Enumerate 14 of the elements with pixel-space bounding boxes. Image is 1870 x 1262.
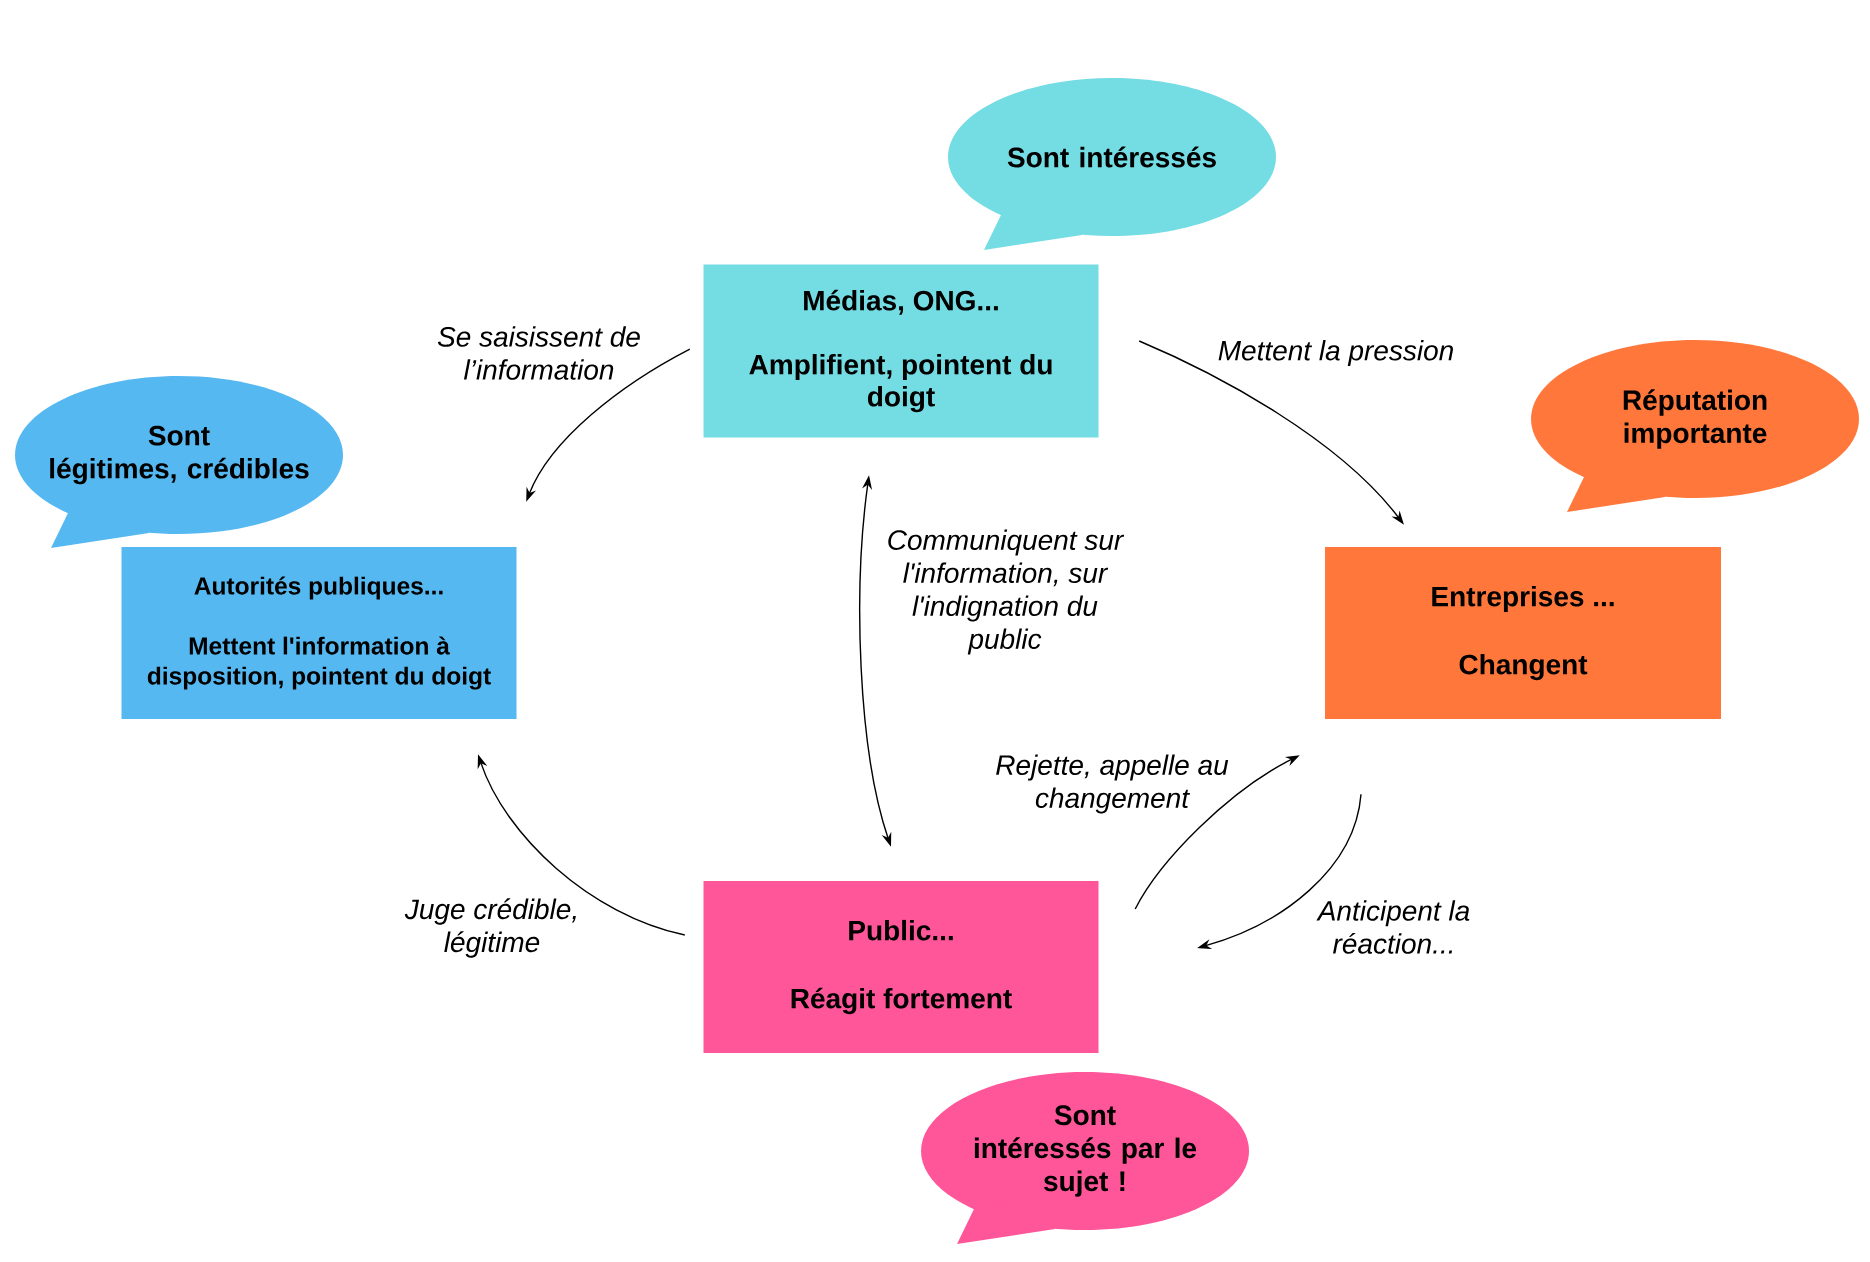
text-box: Autorités publiques... Mettent l'information à disposition, pointent du doigt (121, 547, 517, 719)
speech-bubble: Sont intéressés par le sujet ! (921, 1072, 1249, 1244)
text-box: Médias, ONG... Amplifient, pointent du doigt (703, 264, 1099, 438)
edge-label: Anticipent la réaction... (1316, 900, 1470, 954)
text-box: Entreprises ... Changent (1325, 547, 1721, 719)
speech-bubble: Sont intéressés (948, 78, 1276, 250)
edge-label: Se saisissent de l’information (437, 326, 640, 380)
text-box: Public... Réagit fortement (703, 881, 1099, 1053)
edge-label: Communiquent sur l'information, sur l'indignation du public (888, 529, 1125, 655)
edge-label: Juge crédible, légitime (404, 898, 576, 958)
speech-bubble: Réputation importante (1531, 340, 1859, 512)
speech-bubble: Sont légitimes, crédibles (15, 376, 343, 548)
edge-label: Mettent la pression (1218, 339, 1453, 367)
edge-label: Rejette, appelle au changement (996, 754, 1229, 814)
